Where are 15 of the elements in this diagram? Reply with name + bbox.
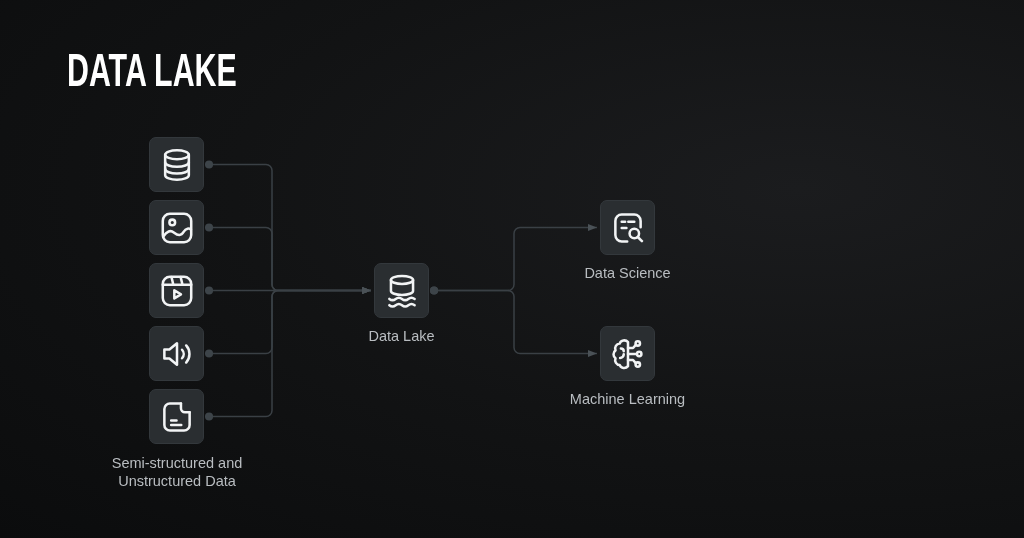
icon-tile <box>600 200 655 255</box>
icon-tile <box>149 326 204 381</box>
icon-tile <box>149 137 204 192</box>
tile-caption: Data Science <box>584 264 671 282</box>
tile-caption: Machine Learning <box>569 390 686 408</box>
group-caption: Semi-structured and Unstructured Data <box>110 454 244 490</box>
icon-tile <box>149 263 204 318</box>
tile-caption: Data Lake <box>368 327 435 345</box>
icon-tile <box>600 326 655 381</box>
connector-arrow <box>204 286 372 421</box>
diagram-title: DATA LAKE <box>67 47 237 93</box>
connector-arrow <box>429 286 598 358</box>
icon-tile <box>374 263 429 318</box>
icon-tile <box>149 200 204 255</box>
icon-tile <box>149 389 204 444</box>
